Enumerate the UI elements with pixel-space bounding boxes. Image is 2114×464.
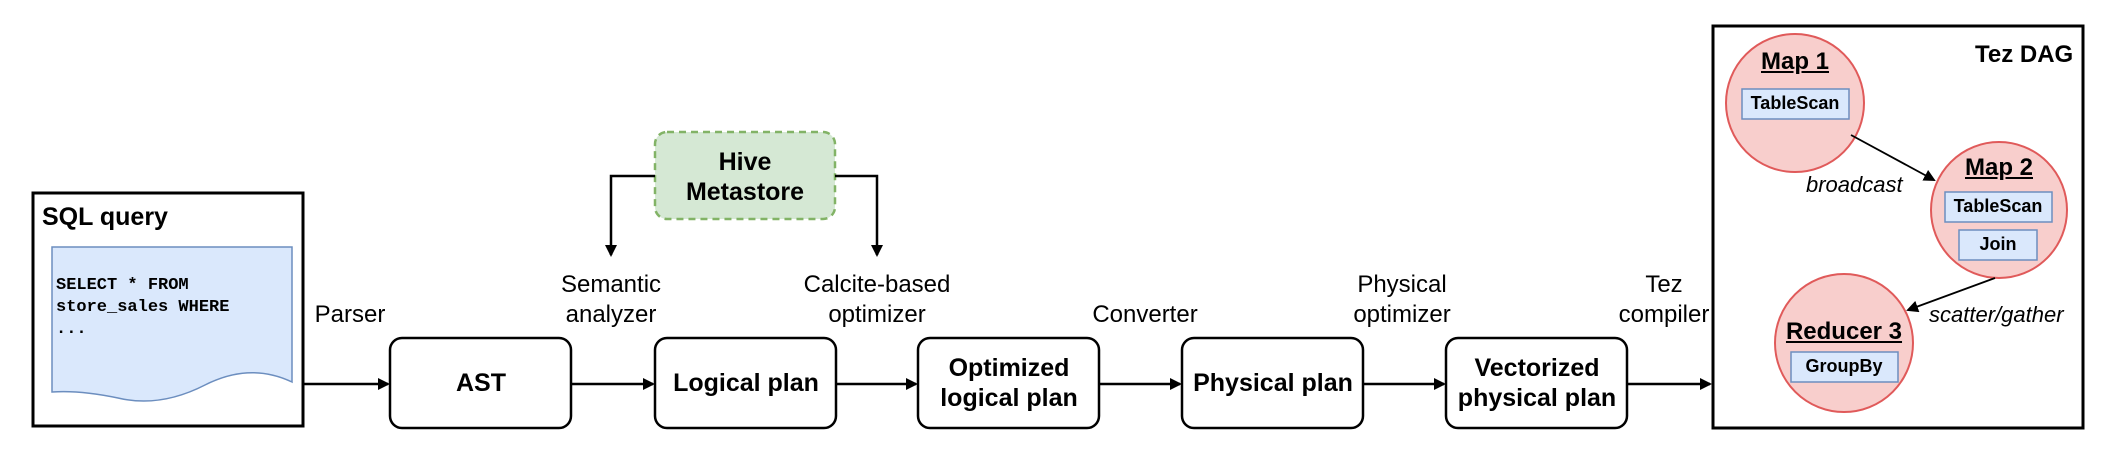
ast-label: AST <box>456 369 506 397</box>
tez-compiler-label-line-1: Tez <box>1645 271 1683 298</box>
physical-plan-label: Physical plan <box>1193 369 1353 397</box>
physical-optimizer-label-line-1: Physical <box>1357 271 1447 298</box>
map2-tablescan-op <box>1944 191 2053 223</box>
map2-join-label: Join <box>1979 234 2017 254</box>
scatter-gather-edge-label: scatter/gather <box>1929 302 2064 327</box>
tez-dag-title: Tez DAG <box>1975 41 2074 68</box>
vectorized-physical-plan-label-line-2: physical plan <box>1457 384 1617 412</box>
metastore-to-semantic-arrow <box>605 174 655 257</box>
sql-query-document <box>51 246 293 402</box>
reducer3-title: Reducer 3 <box>1785 318 1903 345</box>
map1-title: Map 1 <box>1760 48 1830 75</box>
metastore-label-line-2: Metastore <box>685 178 805 206</box>
logical-plan-label: Logical plan <box>673 369 819 397</box>
parser-label: Parser <box>314 301 386 328</box>
optimized-logical-plan-label-line-1: Optimized <box>948 354 1070 382</box>
converter-label: Converter <box>1092 301 1198 328</box>
metastore-label-line-1: Hive <box>718 148 772 176</box>
vectorized-physical-plan-label-line-1: Vectorized <box>1474 354 1600 382</box>
scatter-gather-edge <box>1906 277 1996 313</box>
calcite-optimizer-label-line-1: Calcite-based <box>803 271 951 298</box>
optimized-logical-plan-label-line-2: logical plan <box>940 384 1078 412</box>
broadcast-edge <box>1850 134 1936 181</box>
sql-query-code-line-1: SELECT * FROM <box>56 276 189 295</box>
sql-query-title: SQL query <box>42 203 168 231</box>
map1-tablescan-label: TableScan <box>1750 93 1840 113</box>
sql-query-code-line-2: store_sales WHERE <box>56 298 230 317</box>
sql-query-code-line-3: ... <box>56 320 87 339</box>
physical-optimizer-label-line-2: optimizer <box>1353 301 1451 328</box>
map2-join-op <box>1958 229 2038 261</box>
tez-compiler-label-line-2: compiler <box>1618 301 1710 328</box>
calcite-optimizer-label-line-2: optimizer <box>828 301 926 328</box>
semantic-analyzer-label-line-2: analyzer <box>565 301 657 328</box>
metastore-to-calcite-arrow <box>835 174 883 257</box>
map1-tablescan-op <box>1741 88 1850 120</box>
reducer3-groupby-op <box>1790 351 1899 383</box>
broadcast-edge-label: broadcast <box>1806 172 1903 197</box>
map2-tablescan-label: TableScan <box>1953 196 2043 216</box>
map2-title: Map 2 <box>1964 154 2034 181</box>
semantic-analyzer-label-line-1: Semantic <box>560 271 662 298</box>
reducer3-groupby-label: GroupBy <box>1805 356 1883 376</box>
